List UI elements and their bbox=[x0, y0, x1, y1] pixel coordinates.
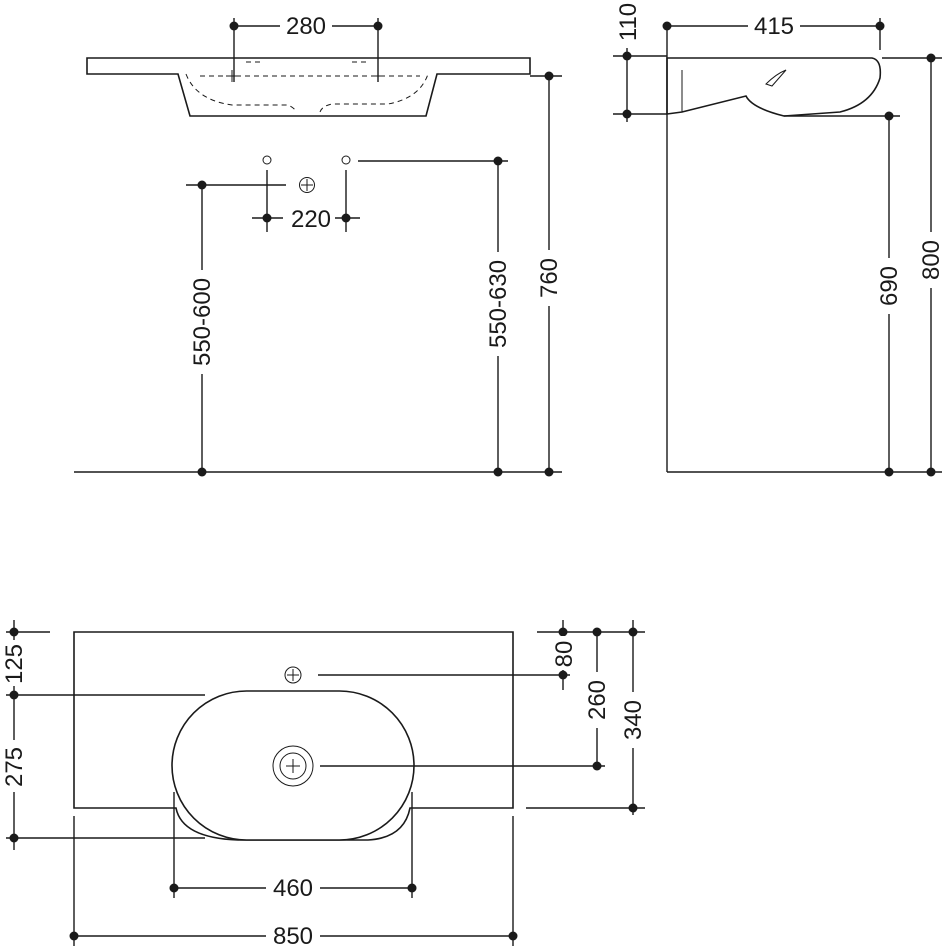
plan-view: 125 275 80 260 340 460 bbox=[0, 620, 647, 948]
dim-tap-spacing: 220 bbox=[291, 206, 331, 233]
dim-grab-bar-height: 550-600 bbox=[189, 278, 216, 366]
basin-bowl-hidden bbox=[185, 73, 429, 113]
tap-hole-icon bbox=[284, 666, 302, 684]
dim-waste-offset: 260 bbox=[584, 680, 611, 720]
basin-front-outline bbox=[86, 57, 531, 117]
dim-overall-projection: 340 bbox=[620, 700, 647, 740]
tap-left-icon bbox=[262, 155, 272, 165]
dim-slab-depth: 125 bbox=[1, 644, 28, 684]
dim-underside-height: 690 bbox=[876, 266, 903, 306]
basin-side-outline bbox=[666, 57, 882, 117]
dim-overall-width: 850 bbox=[273, 923, 313, 948]
dim-tap-hole-offset: 80 bbox=[551, 641, 578, 668]
dim-tap-hole-spacing: 280 bbox=[286, 13, 326, 40]
dim-overall-height: 800 bbox=[918, 240, 945, 280]
tap-right-icon bbox=[341, 155, 351, 165]
dim-depth: 415 bbox=[754, 13, 794, 40]
dim-thickness: 110 bbox=[615, 3, 642, 41]
side-elevation: 415 110 690 800 bbox=[613, 0, 945, 477]
dim-bowl-width: 460 bbox=[273, 875, 313, 902]
dim-rim-height: 760 bbox=[536, 258, 563, 298]
waste-symbol-icon bbox=[299, 177, 315, 193]
dim-bowl-depth: 275 bbox=[1, 747, 28, 787]
waste-outlet-icon bbox=[272, 745, 314, 787]
front-elevation: 280 220 550-600 550-630 760 bbox=[74, 10, 563, 477]
dim-waste-height: 550-630 bbox=[485, 260, 512, 348]
